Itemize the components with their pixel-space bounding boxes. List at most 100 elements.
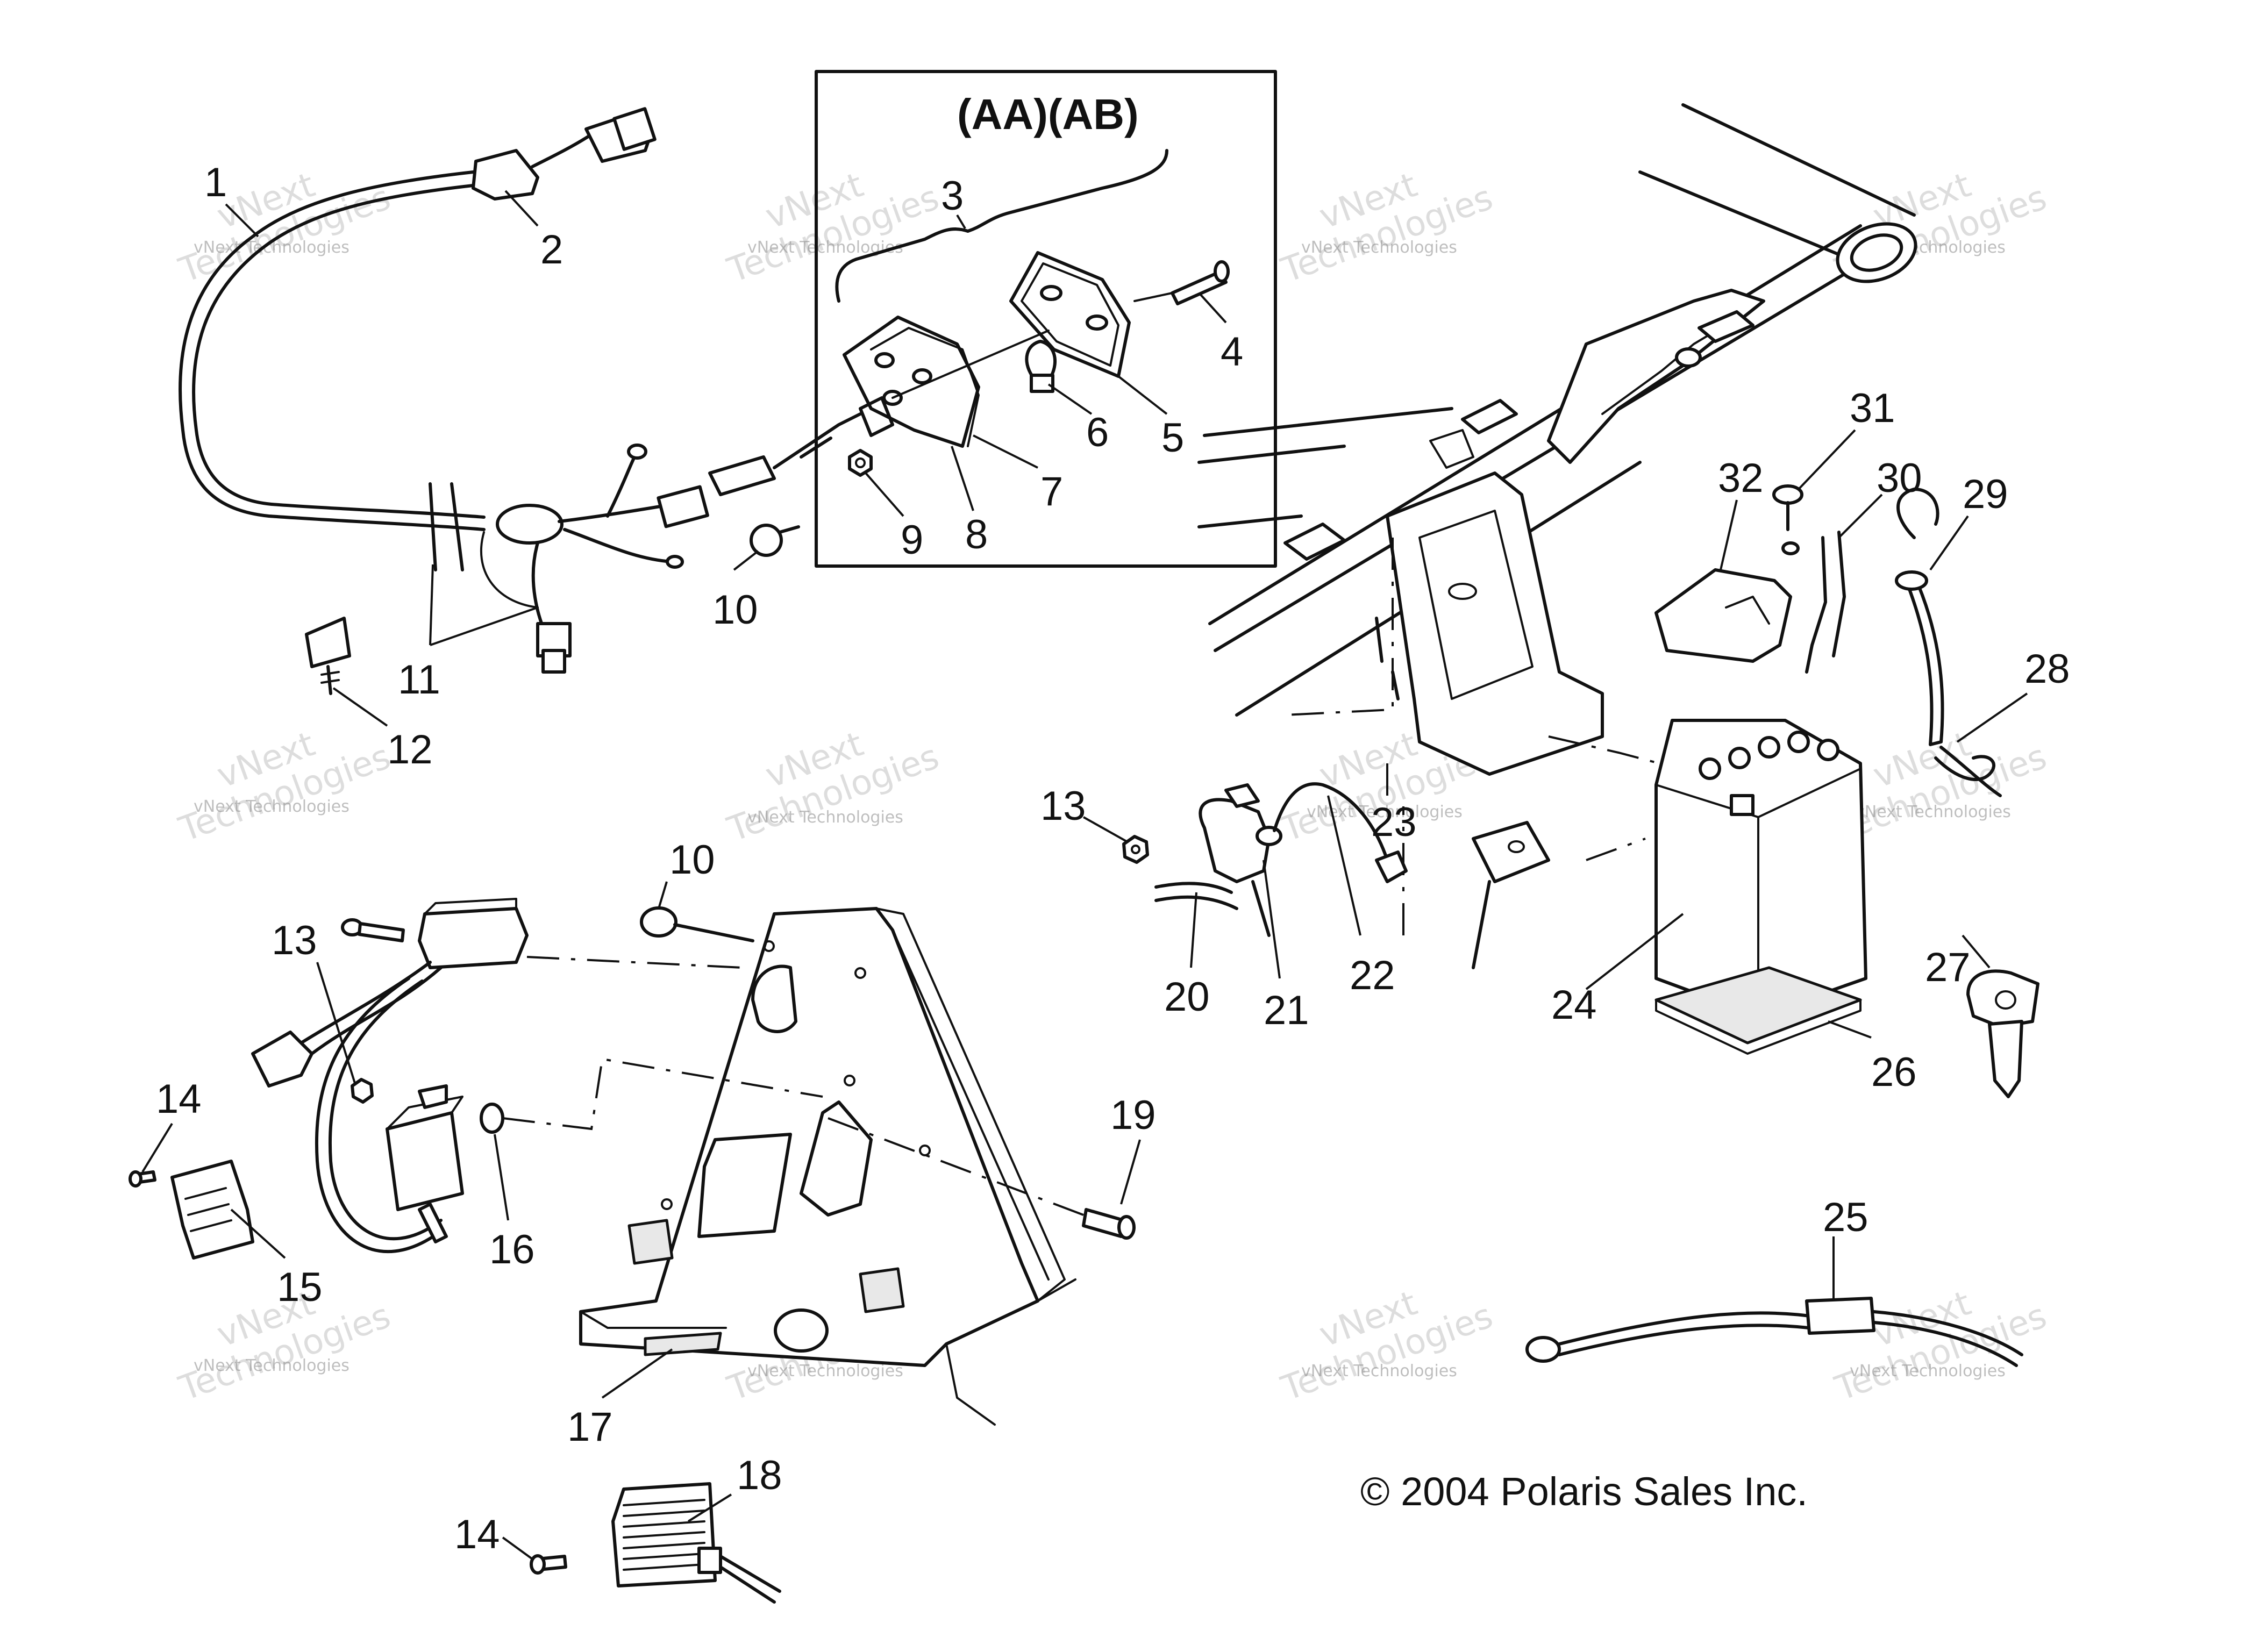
assembly-path-4 [1586,838,1646,861]
watermark-small-6: vNext Technologies [747,808,903,827]
harness-ring-terminal-top [627,444,647,460]
taillight-wire [805,412,862,448]
battery-bracket-inner [1418,510,1534,700]
ground-cable-25 [1558,1311,1819,1346]
callout-13-right: 13 [1040,783,1086,829]
callout-21: 21 [1264,988,1309,1033]
battery-cell-3 [1758,736,1780,759]
battery-group [1654,484,2002,1055]
battery-cable-28-end-2 [1939,746,2002,797]
leader-5 [1117,375,1168,415]
battery-strap-30 [1805,536,1827,674]
solenoid-lead-down [1251,880,1271,937]
harness-connector-small-3 [541,649,566,674]
chassis-panel-group [579,906,1136,1426]
callout-5: 5 [1161,415,1184,461]
callout-10-lower: 10 [669,837,715,883]
taillight-base-8 [843,316,980,448]
ground-cable-tail [1872,1310,2023,1356]
harness-connector-2 [472,149,539,201]
ground-cable-tail-b [1872,1321,2018,1367]
bolt-19-path [828,1117,1084,1216]
lower-mount-leg [1472,880,1491,969]
leader-12 [332,687,388,727]
housing-boss-1 [1040,285,1062,301]
leader-31 [1798,429,1856,490]
watermark-small-12: vNext Technologies [1850,1362,2006,1381]
chassis-short-1 [1203,407,1453,437]
leader-19 [1120,1139,1141,1205]
watermark-3: vNext Technologies [1276,165,1498,291]
callout-6: 6 [1086,410,1109,455]
solenoid-21-bracket [1224,783,1260,808]
leader-2 [504,190,539,227]
callout-32: 32 [1718,455,1764,501]
battery-terminal [1730,794,1755,816]
leader-11-a [429,564,434,646]
cdi-box [418,907,529,969]
harness-grommet [496,504,564,545]
nut-9 [848,449,873,477]
chassis-short-2 [1197,445,1346,464]
taillight-housing-5 [1009,251,1131,378]
bolt-19-head [1117,1215,1136,1240]
battery-cable-28-boot [1895,570,1928,591]
base-stud-2 [912,368,932,384]
leader-13-left [316,962,356,1084]
fastener-12-screw [326,665,332,695]
cdi-connector [251,1031,313,1088]
callout-15: 15 [277,1264,323,1310]
callout-30: 30 [1877,455,1922,501]
base-stud-1 [874,352,895,368]
detail-brace [835,149,1168,303]
wire-harness-group [179,107,808,695]
leader-20 [1190,892,1197,968]
callout-8: 8 [965,512,988,557]
harness-main-cable-edge [192,184,486,519]
callout-3: 3 [941,173,964,219]
bolt-31-head [1772,484,1803,505]
harness-main-cable [179,170,486,531]
regulator-fins [623,1499,705,1571]
watermark-11: vNext Technologies [1276,1283,1498,1409]
bolt-19 [1082,1208,1125,1238]
solenoid-cable-22 [1273,782,1389,862]
frame-group [1197,103,1917,1021]
cdi-wire-4 [329,979,443,1241]
panel-cutout-top [751,964,797,1033]
callout-17: 17 [567,1404,613,1450]
solenoid-group [1122,782,1408,937]
harness-branch-5 [606,455,636,518]
battery-cable-28-end [1934,755,1995,781]
cdi-wire-1 [299,961,432,1045]
chassis-floor-2 [945,1343,996,1426]
frame-tube-inner [1850,233,1903,272]
detail-guide-2 [1133,292,1173,302]
panel-rivet-4 [919,1145,931,1156]
clip-10-lower-lead [673,923,754,942]
harness-branch-1 [558,504,668,523]
base-socket [859,396,894,437]
watermark-small-5: vNext Technologies [194,797,350,816]
leader-7 [973,434,1038,469]
frame-clip-1 [1283,523,1346,561]
nut-9-hole [855,457,866,468]
chassis-rail-top [1681,103,1916,217]
ground-cable-group [1525,1297,2023,1367]
leader-10-top [733,550,759,571]
battery-bracket-slot [1448,583,1477,600]
panel-cutout-lower-right [859,1267,905,1313]
fastener-12-thread [320,671,340,684]
lower-mount-plate [1472,821,1550,883]
regulator-wire-2 [719,1565,776,1604]
leader-18 [687,1493,732,1522]
screw-14-upper-head [129,1170,142,1188]
watermark-small-3: vNext Technologies [1301,238,1457,257]
callout-27: 27 [1925,945,1971,990]
callout-labels: 1 2 3 4 5 6 7 8 9 10 11 12 10 13 13 14 1… [156,160,2070,1557]
battery-strap-30-b [1832,531,1846,657]
watermark-small-9: vNext Technologies [194,1356,350,1375]
bracket-bolt-2 [1391,670,1400,700]
screw-4-head [1214,260,1230,283]
housing-boss-2 [1086,314,1108,331]
